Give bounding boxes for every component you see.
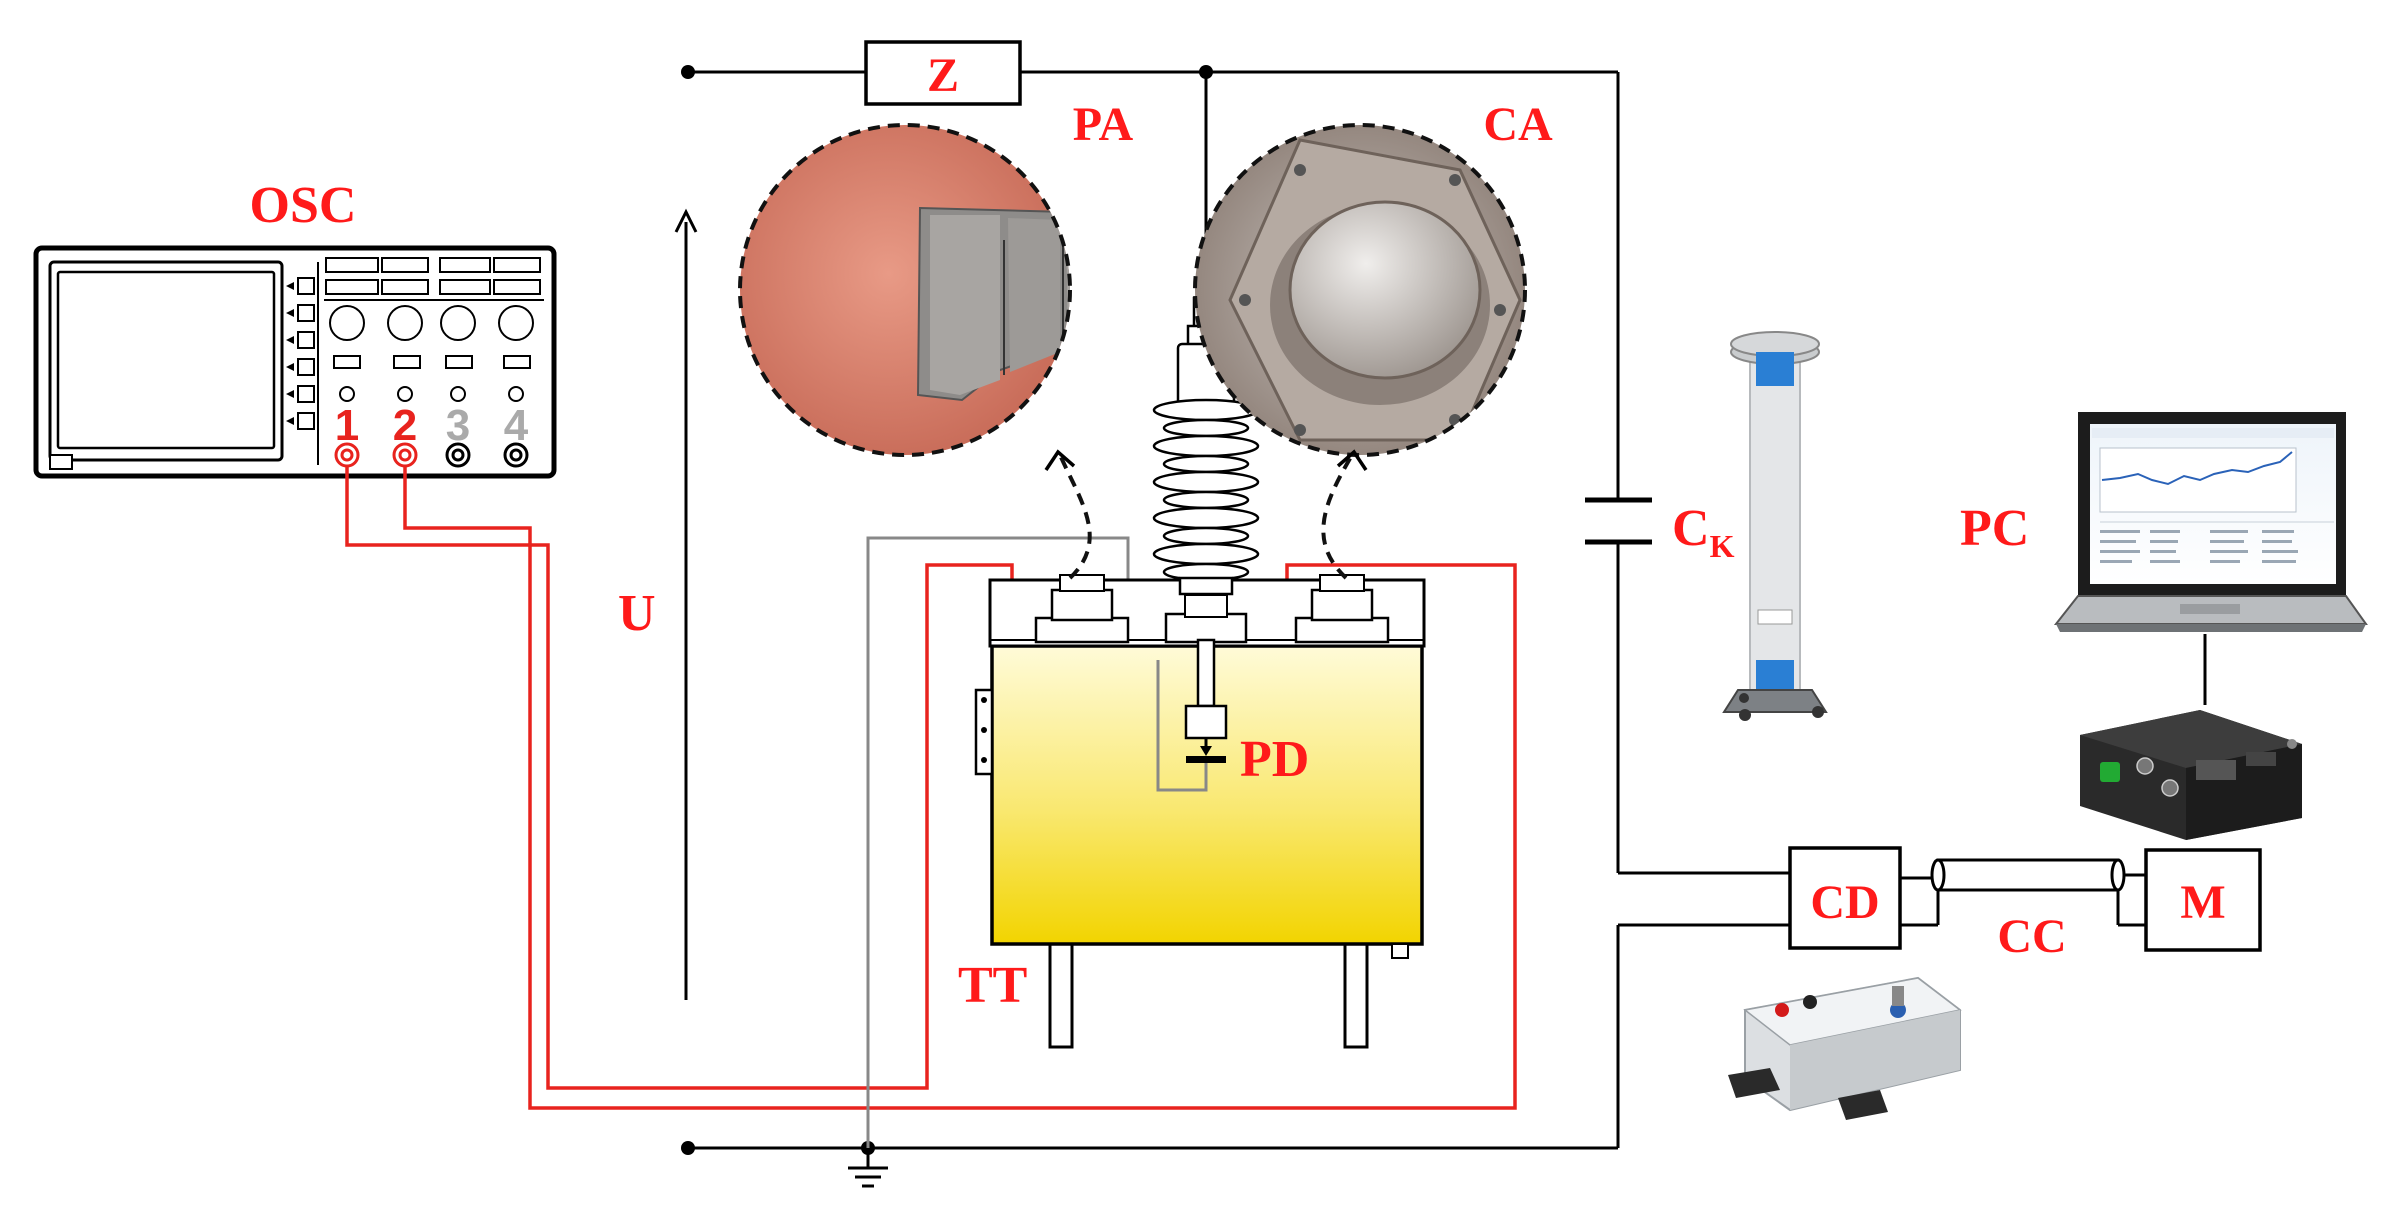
coupling-device-icon <box>1728 976 1962 1120</box>
impedance-z-box <box>864 40 1022 106</box>
ground-icon <box>848 1148 888 1188</box>
label-m: M <box>2180 876 2225 929</box>
channel-4-label: 4 <box>504 401 529 450</box>
label-pd: PD <box>1240 731 1309 788</box>
circuit-wiring <box>688 70 1790 1150</box>
oscilloscope-icon <box>33 245 557 479</box>
channel-2-label: 2 <box>393 401 417 450</box>
measuring-instrument-box <box>2144 848 2262 952</box>
label-pa: PA <box>1073 98 1134 151</box>
coupling-capacitor-icon <box>1722 331 1828 721</box>
label-ck-sub: K <box>1710 528 1735 564</box>
terminal-bottom <box>681 1141 695 1155</box>
voltage-arrow <box>674 208 698 1000</box>
plane-antenna-photo <box>738 123 1072 457</box>
channel-3-label: 3 <box>446 401 470 450</box>
coupling-capacitor-symbol <box>1585 497 1652 545</box>
label-pc: PC <box>1960 500 2029 557</box>
label-ck-main: C <box>1672 500 1710 557</box>
label-osc: OSC <box>250 177 357 234</box>
test-transformer <box>974 574 1426 1049</box>
channel-1-label: 1 <box>335 401 359 450</box>
laptop-icon <box>2053 412 2368 632</box>
sensor-link-arrows <box>1044 449 1368 580</box>
terminal-top <box>681 65 695 79</box>
coupling-device-box <box>1788 846 1902 950</box>
label-cd: CD <box>1810 876 1879 929</box>
junction-top <box>1199 65 1213 79</box>
pd-instrument-icon <box>2080 710 2302 840</box>
coaxial-cable <box>1900 858 2146 927</box>
label-z: Z <box>927 49 959 102</box>
label-ck: CK <box>1672 500 1735 564</box>
capacitive-antenna-photo <box>1193 123 1527 457</box>
label-ca: CA <box>1483 98 1553 151</box>
label-cc: CC <box>1997 910 2066 963</box>
label-tt: TT <box>958 957 1027 1014</box>
label-u: U <box>618 585 656 642</box>
